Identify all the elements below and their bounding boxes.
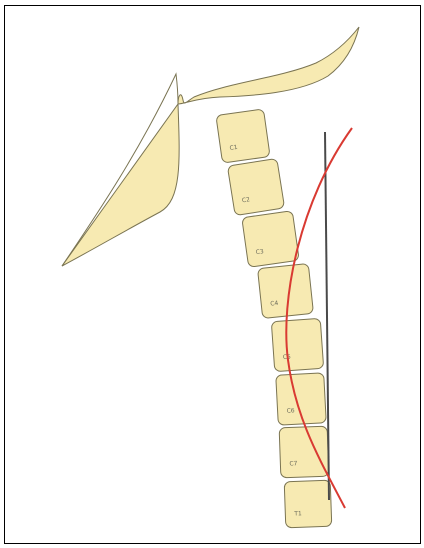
vertebra-c4: C4 bbox=[258, 263, 314, 318]
vertebra-c5: C5 bbox=[271, 318, 323, 371]
vertebra-body bbox=[284, 480, 332, 528]
vertebra-label: T1 bbox=[293, 510, 302, 517]
vertebra-label: C7 bbox=[289, 460, 297, 467]
vertebra-c1: C1 bbox=[216, 109, 270, 163]
vertebra-body bbox=[271, 318, 323, 371]
vertebra-c7: C7 bbox=[279, 426, 329, 478]
figure-border bbox=[5, 6, 421, 544]
vertebra-body bbox=[279, 426, 329, 478]
vertebra-body bbox=[242, 211, 299, 268]
vertebra-label: C2 bbox=[241, 196, 250, 204]
skull-silhouette bbox=[62, 27, 359, 266]
vertebra-body bbox=[216, 109, 270, 163]
vertebra-label: C6 bbox=[286, 407, 295, 414]
vertebra-body bbox=[258, 263, 314, 318]
vertebra-body bbox=[227, 158, 284, 215]
vertebra-label: C1 bbox=[229, 144, 238, 152]
vertebra-c3: C3 bbox=[242, 211, 299, 268]
vertebra-label: C4 bbox=[270, 300, 279, 308]
vertebra-c2: C2 bbox=[227, 158, 284, 215]
vertebra-label: C3 bbox=[255, 248, 264, 256]
vertebra-t1: T1 bbox=[284, 480, 332, 528]
